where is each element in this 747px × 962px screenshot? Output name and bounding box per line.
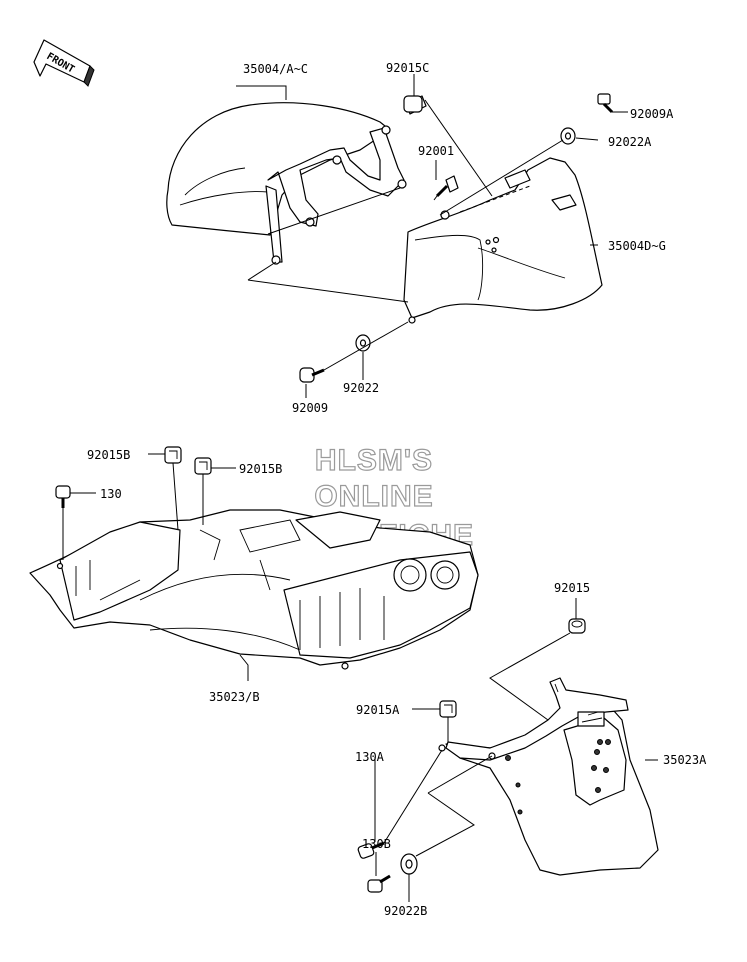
clip-92015b-2 bbox=[194, 457, 212, 475]
bolt-92009 bbox=[299, 367, 325, 383]
callout-92001[interactable]: 92001 bbox=[418, 144, 454, 158]
front-fender-upper bbox=[166, 102, 407, 265]
callout-92022a[interactable]: 92022A bbox=[608, 135, 652, 149]
bolt-92001 bbox=[433, 175, 459, 201]
callout-130[interactable]: 130 bbox=[100, 487, 122, 501]
callout-35004-a-c[interactable]: 35004/A~C bbox=[243, 62, 308, 76]
callout-92009[interactable]: 92009 bbox=[292, 401, 328, 415]
bolt-92009a bbox=[597, 93, 614, 114]
clip-92015a bbox=[439, 700, 457, 718]
washer-92022a bbox=[560, 127, 576, 145]
washer-92022b bbox=[400, 853, 418, 875]
callout-92015b-2[interactable]: 92015B bbox=[239, 462, 282, 476]
washer-92022 bbox=[355, 334, 371, 352]
callout-92009a[interactable]: 92009A bbox=[630, 107, 674, 121]
rear-fender bbox=[438, 677, 659, 876]
callout-labels: 35004/A~C 92015C 92009A 92022A 92001 350… bbox=[87, 61, 707, 918]
callout-130a[interactable]: 130A bbox=[355, 750, 385, 764]
callout-92015[interactable]: 92015 bbox=[554, 581, 590, 595]
watermark-line-2: ONLINE bbox=[314, 480, 433, 513]
leader-lines-lower bbox=[374, 598, 658, 902]
clip-92015c bbox=[403, 95, 427, 115]
callout-92022[interactable]: 92022 bbox=[343, 381, 379, 395]
bolt-130a bbox=[357, 841, 385, 859]
bolt-130b bbox=[367, 874, 391, 893]
callout-35004d-g[interactable]: 35004D~G bbox=[608, 239, 666, 253]
watermark-line-1: HLSM'S bbox=[315, 444, 433, 477]
nut-92015 bbox=[568, 618, 586, 634]
leader-lines-upper bbox=[236, 74, 628, 398]
leader-lines-middle bbox=[62, 453, 249, 681]
front-arrow-icon: FRONT bbox=[33, 39, 95, 87]
inner-rear-fender bbox=[29, 509, 479, 670]
callout-92015a[interactable]: 92015A bbox=[356, 703, 400, 717]
clip-92015b-1 bbox=[164, 446, 182, 464]
callout-92015b-1[interactable]: 92015B bbox=[87, 448, 130, 462]
bolt-130 bbox=[55, 485, 71, 508]
callout-35023a[interactable]: 35023A bbox=[663, 753, 707, 767]
front-fender-lower bbox=[403, 157, 603, 324]
callout-92015c[interactable]: 92015C bbox=[386, 61, 429, 75]
callout-92022b[interactable]: 92022B bbox=[384, 904, 427, 918]
callout-35023-b[interactable]: 35023/B bbox=[209, 690, 260, 704]
callout-130b[interactable]: 130B bbox=[362, 837, 391, 851]
